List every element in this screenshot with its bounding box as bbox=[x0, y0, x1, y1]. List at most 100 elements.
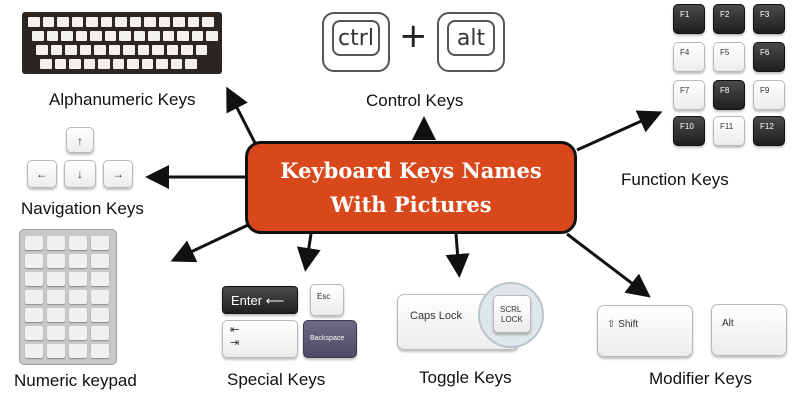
numpad-key bbox=[69, 308, 87, 322]
alphanumeric-key bbox=[79, 45, 91, 55]
scroll-lock-keycap: SCRL LOCK bbox=[493, 295, 531, 333]
alphanumeric-key bbox=[123, 45, 135, 55]
numpad-key bbox=[25, 254, 43, 268]
numpad-key bbox=[91, 326, 109, 340]
right-arrow-key: → bbox=[103, 160, 133, 188]
function-key-label: F6 bbox=[760, 48, 770, 57]
numpad-key bbox=[69, 326, 87, 340]
alphanumeric-key bbox=[61, 31, 73, 41]
shift-key-label: ⇧ Shift bbox=[607, 319, 639, 330]
function-key-label: F2 bbox=[720, 10, 730, 19]
alphanumeric-key bbox=[177, 31, 189, 41]
alphanumeric-key bbox=[69, 59, 81, 69]
function-key-label: F4 bbox=[680, 48, 690, 57]
alphanumeric-key bbox=[83, 59, 95, 69]
label-control: Control Keys bbox=[366, 91, 464, 110]
numpad-key bbox=[25, 344, 43, 358]
tab-key: ⇤ ⇥ bbox=[222, 320, 298, 358]
scroll-lock-key: SCRL LOCK bbox=[478, 282, 544, 348]
alphanumeric-key bbox=[100, 17, 112, 27]
function-key-f9: F9 bbox=[753, 80, 785, 110]
plus-sign: + bbox=[399, 16, 428, 56]
label-navigation: Navigation Keys bbox=[21, 199, 144, 218]
alphanumeric-key bbox=[90, 31, 102, 41]
arrow-special bbox=[296, 233, 321, 272]
label-function: Function Keys bbox=[621, 170, 729, 189]
caps-lock-label: Caps Lock bbox=[410, 310, 462, 322]
numeric-keypad-image bbox=[19, 229, 117, 365]
alphanumeric-key bbox=[65, 45, 77, 55]
enter-key-label: Enter ⟵ bbox=[231, 293, 285, 308]
function-key-label: F11 bbox=[720, 122, 734, 131]
alphanumeric-key bbox=[54, 59, 66, 69]
alphanumeric-key bbox=[195, 45, 207, 55]
function-key-label: F7 bbox=[680, 86, 690, 95]
function-key-f8: F8 bbox=[713, 80, 745, 110]
function-key-f6: F6 bbox=[753, 42, 785, 72]
alphanumeric-key bbox=[187, 17, 199, 27]
function-key-f1: F1 bbox=[673, 4, 705, 34]
left-arrow-icon: ← bbox=[36, 167, 48, 181]
function-key-label: F10 bbox=[680, 122, 694, 131]
alphanumeric-key bbox=[46, 31, 58, 41]
numpad-key bbox=[47, 254, 65, 268]
numpad-key bbox=[91, 272, 109, 286]
alphanumeric-key bbox=[162, 31, 174, 41]
numpad-key bbox=[91, 236, 109, 250]
arrow-numeric bbox=[170, 223, 249, 263]
alphanumeric-key bbox=[71, 17, 83, 27]
alphanumeric-key bbox=[191, 31, 203, 41]
alphanumeric-key bbox=[104, 31, 116, 41]
numpad-key bbox=[47, 272, 65, 286]
label-toggle: Toggle Keys bbox=[419, 368, 512, 387]
numpad-key bbox=[47, 326, 65, 340]
enter-key: Enter ⟵ bbox=[222, 286, 298, 314]
alphanumeric-key bbox=[42, 17, 54, 27]
label-special: Special Keys bbox=[227, 370, 326, 389]
alphanumeric-key bbox=[50, 45, 62, 55]
function-key-f5: F5 bbox=[713, 42, 745, 72]
up-arrow-icon: ↑ bbox=[77, 134, 83, 148]
alphanumeric-key bbox=[152, 45, 164, 55]
function-key-label: F3 bbox=[760, 10, 770, 19]
label-modifier: Modifier Keys bbox=[649, 369, 752, 388]
alphanumeric-key bbox=[115, 17, 127, 27]
up-arrow-key: ↑ bbox=[66, 127, 94, 153]
label-numeric: Numeric keypad bbox=[14, 371, 137, 390]
alphanumeric-key bbox=[127, 59, 139, 69]
alt-modifier-key-label: Alt bbox=[722, 318, 734, 329]
alphanumeric-key bbox=[108, 45, 120, 55]
alphanumeric-key bbox=[36, 45, 48, 55]
numpad-key bbox=[25, 236, 43, 250]
alphanumeric-key bbox=[57, 17, 69, 27]
numpad-key bbox=[69, 236, 87, 250]
function-key-f2: F2 bbox=[713, 4, 745, 34]
alphanumeric-key bbox=[32, 31, 44, 41]
function-key-f10: F10 bbox=[673, 116, 705, 146]
alphanumeric-key bbox=[112, 59, 124, 69]
alphanumeric-key bbox=[202, 17, 214, 27]
alphanumeric-key bbox=[185, 59, 197, 69]
alphanumeric-key bbox=[181, 45, 193, 55]
function-key-label: F12 bbox=[760, 122, 774, 131]
alphanumeric-key bbox=[156, 59, 168, 69]
alphanumeric-key bbox=[94, 45, 106, 55]
numpad-key bbox=[47, 344, 65, 358]
arrow-modifier bbox=[566, 232, 651, 298]
down-arrow-key: ↓ bbox=[64, 160, 96, 188]
function-key-label: F8 bbox=[720, 86, 730, 95]
numpad-key bbox=[47, 308, 65, 322]
alt-modifier-key: Alt bbox=[711, 304, 787, 356]
numpad-key bbox=[69, 344, 87, 358]
numpad-key bbox=[91, 344, 109, 358]
esc-key: Esc bbox=[310, 284, 344, 316]
function-key-label: F5 bbox=[720, 48, 730, 57]
alphanumeric-key bbox=[148, 31, 160, 41]
numpad-key bbox=[91, 254, 109, 268]
numpad-key bbox=[91, 308, 109, 322]
numpad-key bbox=[91, 290, 109, 304]
alphanumeric-key bbox=[144, 17, 156, 27]
alphanumeric-key bbox=[129, 17, 141, 27]
alphanumeric-key bbox=[119, 31, 131, 41]
